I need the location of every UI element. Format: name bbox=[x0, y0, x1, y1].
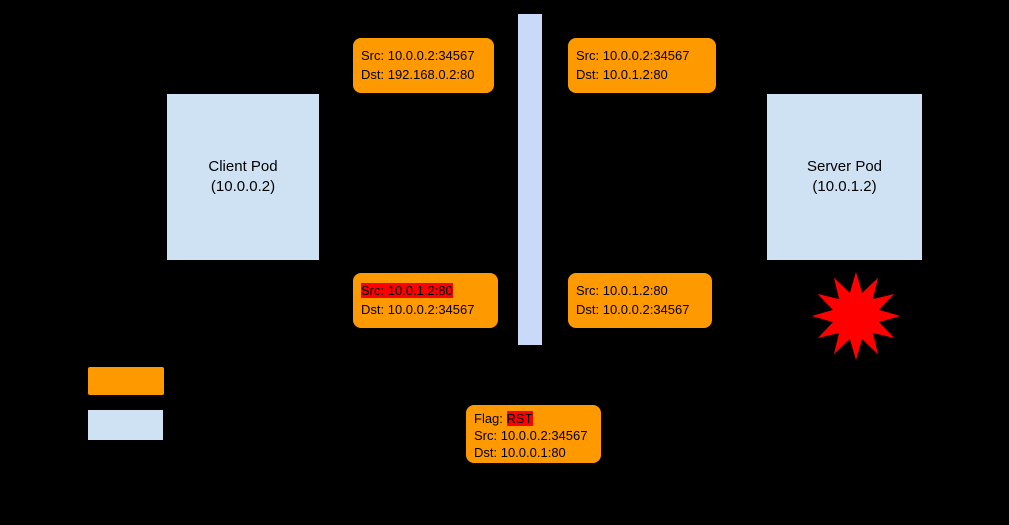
packet-dst: Dst: 192.168.0.2:80 bbox=[361, 67, 475, 82]
server-pod-box: Server Pod (10.0.1.2) bbox=[767, 94, 922, 260]
rst-flag-highlight: RST bbox=[506, 411, 533, 426]
server-pod-name: Server Pod bbox=[806, 158, 883, 175]
server-pod-ip: (10.0.1.2) bbox=[812, 178, 877, 195]
packet-dst: Dst: 10.0.0.2:34567 bbox=[361, 302, 475, 317]
packet-src-highlighted: Src: 10.0.1.2:80 bbox=[361, 281, 490, 300]
packet-label-outbound-pre-nat: Src: 10.0.0.2:34567 Dst: 192.168.0.2:80 bbox=[353, 38, 494, 93]
packet-label-rst: Flag: RST Src: 10.0.0.2:34567 Dst: 10.0.… bbox=[466, 405, 601, 463]
packet-label-return-un-natted: Src: 10.0.1.2:80 Dst: 10.0.0.2:34567 bbox=[353, 273, 498, 328]
nat-gateway-bar bbox=[518, 14, 542, 345]
packet-src: Src: 10.0.0.2:34567 bbox=[576, 48, 690, 63]
packet-src: Src: 10.0.0.2:34567 bbox=[361, 48, 475, 63]
packet-src: Src: 10.0.0.2:34567 bbox=[474, 428, 588, 443]
packet-dst: Dst: 10.0.0.2:34567 bbox=[576, 302, 690, 317]
packet-dst: Dst: 10.0.1.2:80 bbox=[576, 67, 668, 82]
legend-swatch-packet bbox=[88, 367, 164, 395]
packet-src: Src: 10.0.1.2:80 bbox=[576, 283, 668, 298]
client-pod-ip: (10.0.0.2) bbox=[210, 178, 276, 195]
flag-prefix: Flag: bbox=[474, 411, 507, 426]
packet-label-return-from-server: Src: 10.0.1.2:80 Dst: 10.0.0.2:34567 bbox=[568, 273, 712, 328]
packet-dst: Dst: 10.0.0.1:80 bbox=[474, 445, 566, 460]
client-pod-box: Client Pod (10.0.0.2) bbox=[167, 94, 319, 260]
explosion-star-icon bbox=[810, 270, 902, 362]
packet-flag-line: Flag: RST bbox=[474, 410, 593, 427]
packet-label-outbound-post-nat: Src: 10.0.0.2:34567 Dst: 10.0.1.2:80 bbox=[568, 38, 716, 93]
highlighted-src-text: Src: 10.0.1.2:80 bbox=[361, 283, 453, 298]
client-pod-name: Client Pod bbox=[208, 158, 278, 175]
legend-swatch-component bbox=[88, 410, 163, 440]
